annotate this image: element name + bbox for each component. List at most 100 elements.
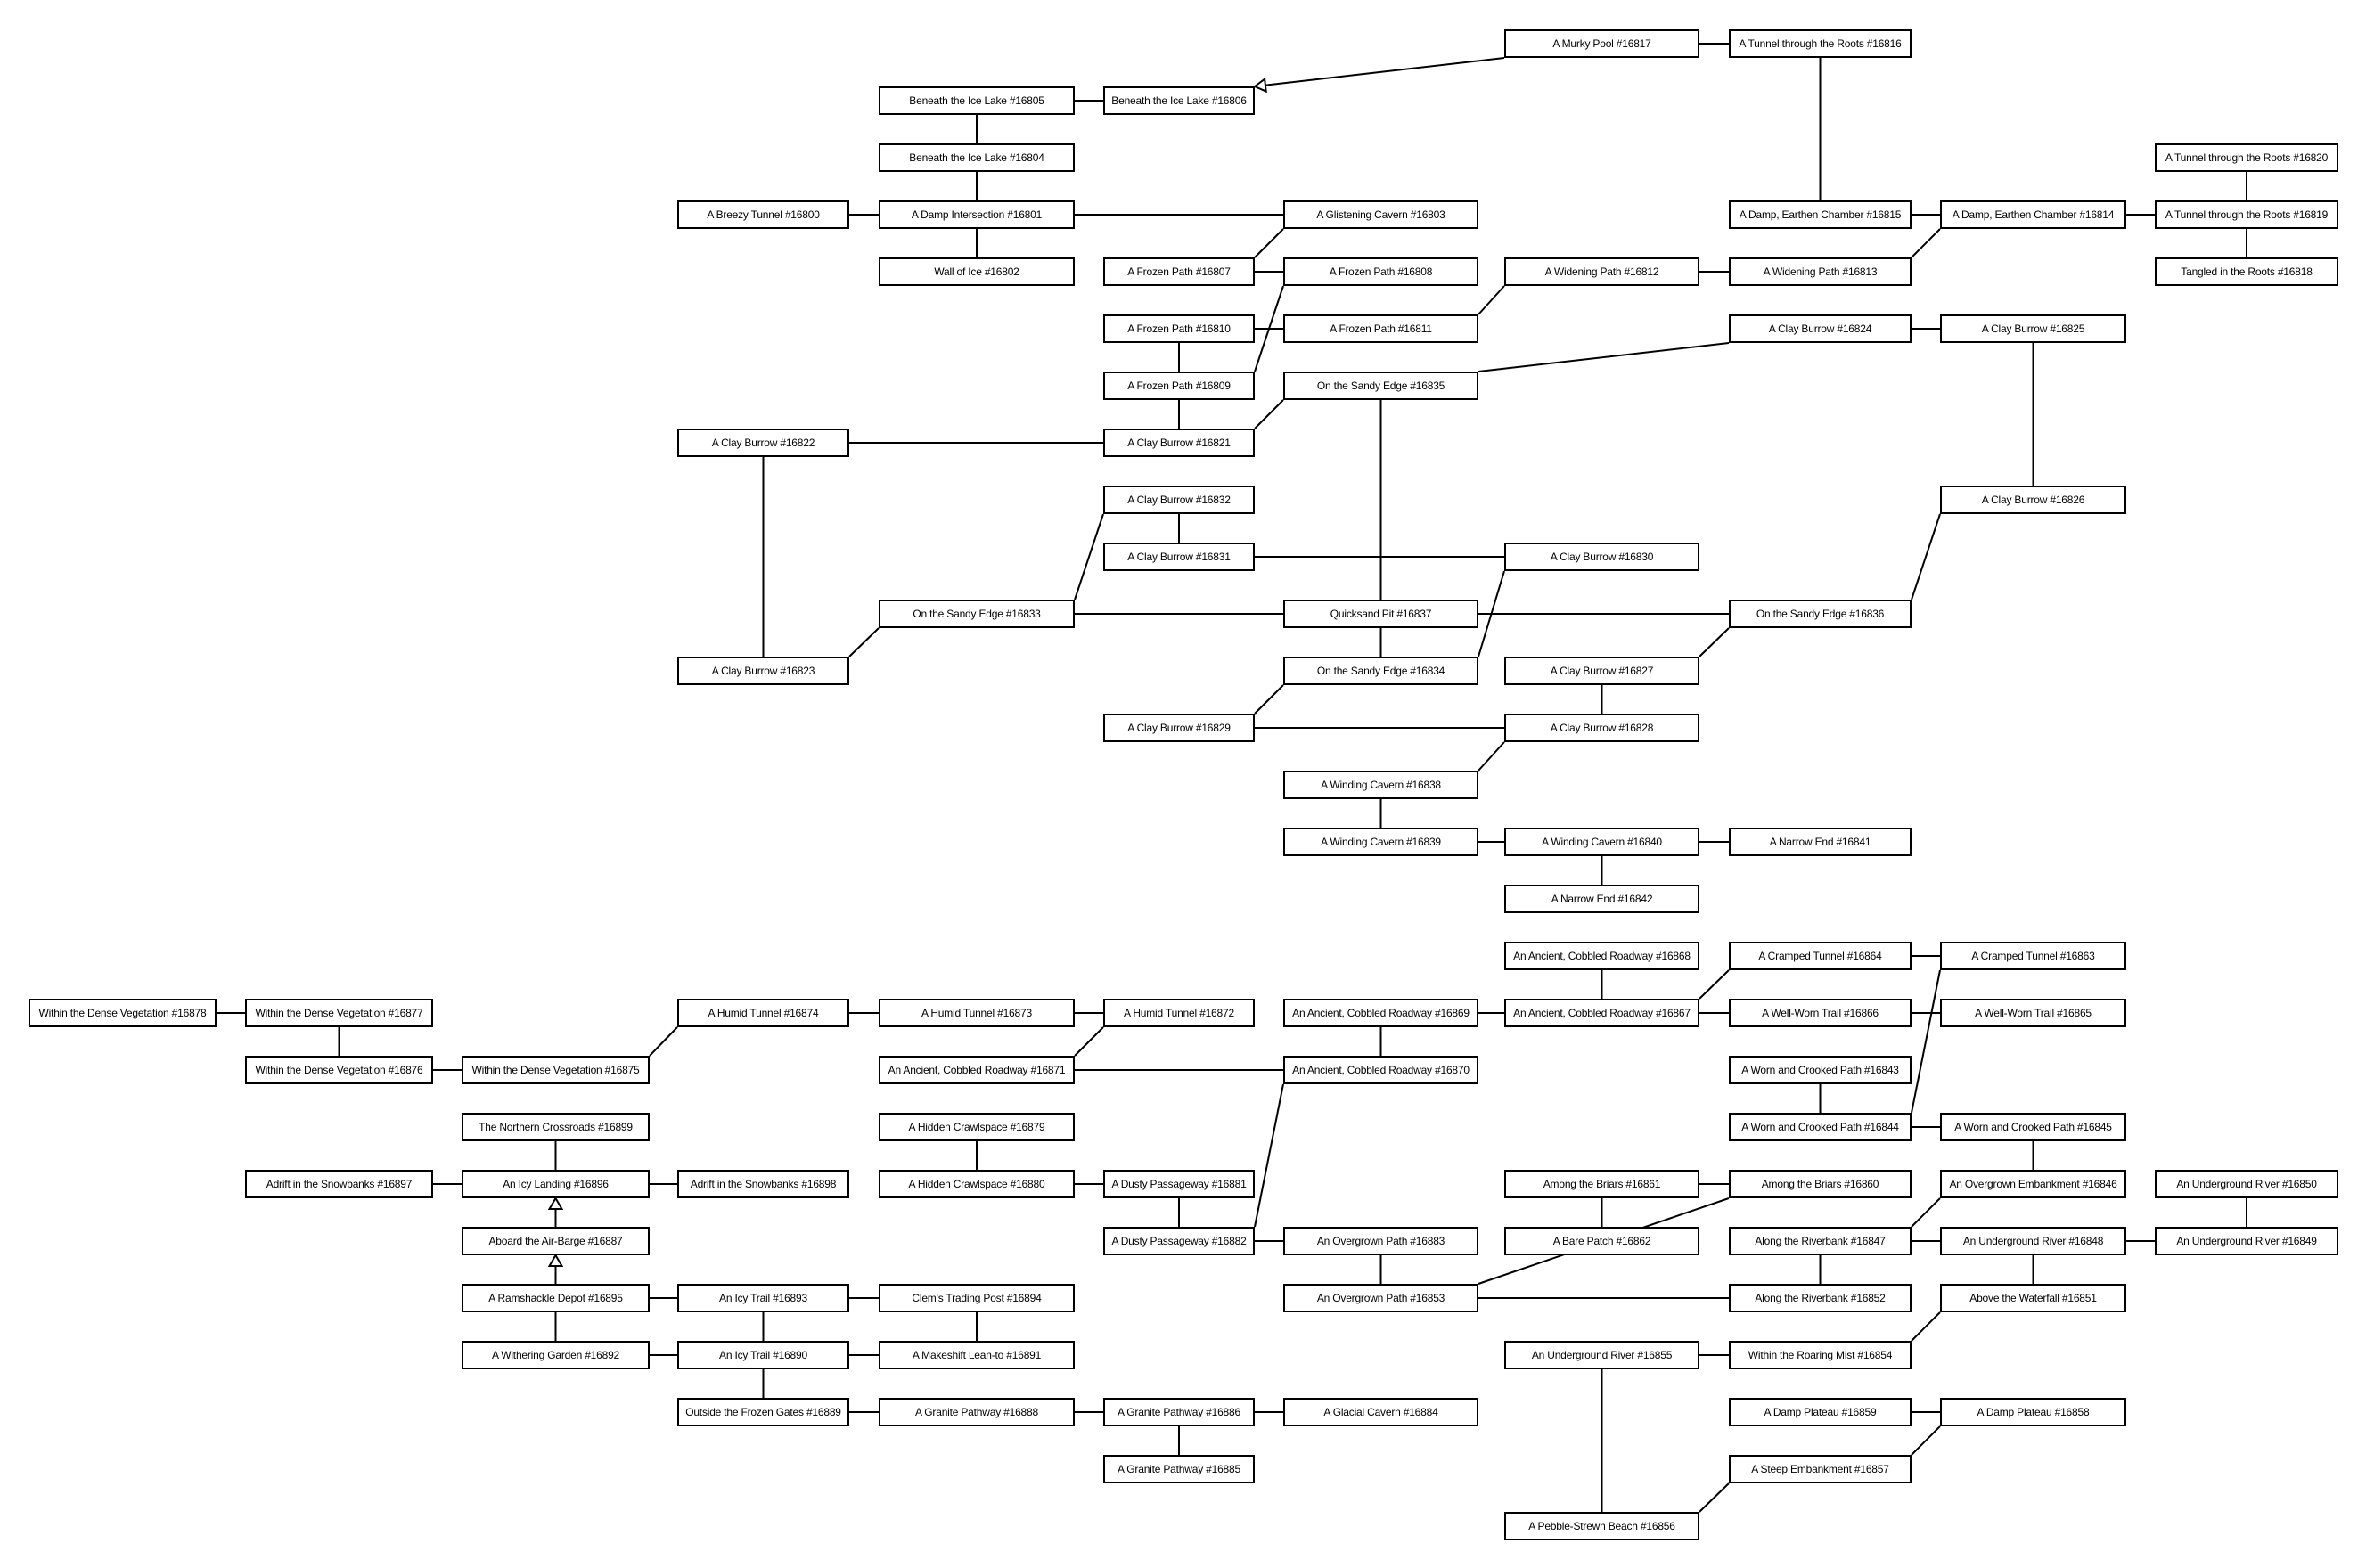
room-node-16826[interactable]: A Clay Burrow #16826 [1940, 486, 2126, 514]
room-node-16845[interactable]: A Worn and Crooked Path #16845 [1940, 1113, 2126, 1141]
room-node-16803[interactable]: A Glistening Cavern #16803 [1283, 200, 1478, 229]
room-node-16811[interactable]: A Frozen Path #16811 [1283, 314, 1478, 343]
room-node-16842[interactable]: A Narrow End #16842 [1504, 885, 1699, 913]
room-node-16850[interactable]: An Underground River #16850 [2155, 1170, 2338, 1198]
room-node-16861[interactable]: Among the Briars #16861 [1504, 1170, 1699, 1198]
room-node-16891[interactable]: A Makeshift Lean-to #16891 [879, 1341, 1075, 1369]
room-node-16876[interactable]: Within the Dense Vegetation #16876 [245, 1056, 433, 1084]
room-node-16870[interactable]: An Ancient, Cobbled Roadway #16870 [1283, 1056, 1478, 1084]
room-node-16881[interactable]: A Dusty Passageway #16881 [1103, 1170, 1255, 1198]
room-node-16863[interactable]: A Cramped Tunnel #16863 [1940, 942, 2126, 970]
room-node-16835[interactable]: On the Sandy Edge #16835 [1283, 372, 1478, 400]
room-node-16897[interactable]: Adrift in the Snowbanks #16897 [245, 1170, 433, 1198]
room-node-16825[interactable]: A Clay Burrow #16825 [1940, 314, 2126, 343]
room-node-16854[interactable]: Within the Roaring Mist #16854 [1729, 1341, 1912, 1369]
room-node-16888[interactable]: A Granite Pathway #16888 [879, 1398, 1075, 1426]
room-node-16889[interactable]: Outside the Frozen Gates #16889 [677, 1398, 849, 1426]
room-node-16818[interactable]: Tangled in the Roots #16818 [2155, 257, 2338, 286]
room-node-16872[interactable]: A Humid Tunnel #16872 [1103, 999, 1255, 1027]
room-node-16836[interactable]: On the Sandy Edge #16836 [1729, 600, 1912, 628]
room-node-16828[interactable]: A Clay Burrow #16828 [1504, 714, 1699, 742]
room-node-16884[interactable]: A Glacial Cavern #16884 [1283, 1398, 1478, 1426]
room-node-16898[interactable]: Adrift in the Snowbanks #16898 [677, 1170, 849, 1198]
room-node-16890[interactable]: An Icy Trail #16890 [677, 1341, 849, 1369]
room-node-16859[interactable]: A Damp Plateau #16859 [1729, 1398, 1912, 1426]
room-node-16813[interactable]: A Widening Path #16813 [1729, 257, 1912, 286]
room-node-16834[interactable]: On the Sandy Edge #16834 [1283, 657, 1478, 685]
room-node-16852[interactable]: Along the Riverbank #16852 [1729, 1284, 1912, 1312]
room-node-16806[interactable]: Beneath the Ice Lake #16806 [1103, 86, 1255, 115]
room-node-16837[interactable]: Quicksand Pit #16837 [1283, 600, 1478, 628]
room-node-16858[interactable]: A Damp Plateau #16858 [1940, 1398, 2126, 1426]
room-node-16817[interactable]: A Murky Pool #16817 [1504, 29, 1699, 58]
room-node-16833[interactable]: On the Sandy Edge #16833 [879, 600, 1075, 628]
room-node-16820[interactable]: A Tunnel through the Roots #16820 [2155, 143, 2338, 172]
room-node-16860[interactable]: Among the Briars #16860 [1729, 1170, 1912, 1198]
room-node-16832[interactable]: A Clay Burrow #16832 [1103, 486, 1255, 514]
room-node-16807[interactable]: A Frozen Path #16807 [1103, 257, 1255, 286]
room-node-16846[interactable]: An Overgrown Embankment #16846 [1940, 1170, 2126, 1198]
room-node-16879[interactable]: A Hidden Crawlspace #16879 [879, 1113, 1075, 1141]
room-node-16874[interactable]: A Humid Tunnel #16874 [677, 999, 849, 1027]
room-node-16886[interactable]: A Granite Pathway #16886 [1103, 1398, 1255, 1426]
room-node-16847[interactable]: Along the Riverbank #16847 [1729, 1227, 1912, 1255]
room-node-16882[interactable]: A Dusty Passageway #16882 [1103, 1227, 1255, 1255]
room-node-16868[interactable]: An Ancient, Cobbled Roadway #16868 [1504, 942, 1699, 970]
room-node-16857[interactable]: A Steep Embankment #16857 [1729, 1455, 1912, 1483]
room-node-16805[interactable]: Beneath the Ice Lake #16805 [879, 86, 1075, 115]
room-node-16875[interactable]: Within the Dense Vegetation #16875 [462, 1056, 650, 1084]
room-node-16853[interactable]: An Overgrown Path #16853 [1283, 1284, 1478, 1312]
room-node-16800[interactable]: A Breezy Tunnel #16800 [677, 200, 849, 229]
room-node-16841[interactable]: A Narrow End #16841 [1729, 828, 1912, 856]
room-node-16865[interactable]: A Well-Worn Trail #16865 [1940, 999, 2126, 1027]
room-node-16815[interactable]: A Damp, Earthen Chamber #16815 [1729, 200, 1912, 229]
room-node-16887[interactable]: Aboard the Air-Barge #16887 [462, 1227, 650, 1255]
room-node-16862[interactable]: A Bare Patch #16862 [1504, 1227, 1699, 1255]
room-node-16864[interactable]: A Cramped Tunnel #16864 [1729, 942, 1912, 970]
room-node-16830[interactable]: A Clay Burrow #16830 [1504, 543, 1699, 571]
room-node-16844[interactable]: A Worn and Crooked Path #16844 [1729, 1113, 1912, 1141]
room-node-16823[interactable]: A Clay Burrow #16823 [677, 657, 849, 685]
room-node-16880[interactable]: A Hidden Crawlspace #16880 [879, 1170, 1075, 1198]
room-node-16896[interactable]: An Icy Landing #16896 [462, 1170, 650, 1198]
room-node-16877[interactable]: Within the Dense Vegetation #16877 [245, 999, 433, 1027]
room-node-16866[interactable]: A Well-Worn Trail #16866 [1729, 999, 1912, 1027]
room-node-16878[interactable]: Within the Dense Vegetation #16878 [29, 999, 217, 1027]
room-node-16855[interactable]: An Underground River #16855 [1504, 1341, 1699, 1369]
room-node-16808[interactable]: A Frozen Path #16808 [1283, 257, 1478, 286]
room-node-16871[interactable]: An Ancient, Cobbled Roadway #16871 [879, 1056, 1075, 1084]
room-node-16809[interactable]: A Frozen Path #16809 [1103, 372, 1255, 400]
room-node-16892[interactable]: A Withering Garden #16892 [462, 1341, 650, 1369]
room-node-16894[interactable]: Clem's Trading Post #16894 [879, 1284, 1075, 1312]
room-node-16831[interactable]: A Clay Burrow #16831 [1103, 543, 1255, 571]
room-node-16839[interactable]: A Winding Cavern #16839 [1283, 828, 1478, 856]
room-node-16895[interactable]: A Ramshackle Depot #16895 [462, 1284, 650, 1312]
room-node-16812[interactable]: A Widening Path #16812 [1504, 257, 1699, 286]
room-node-16824[interactable]: A Clay Burrow #16824 [1729, 314, 1912, 343]
room-node-16873[interactable]: A Humid Tunnel #16873 [879, 999, 1075, 1027]
room-node-16838[interactable]: A Winding Cavern #16838 [1283, 771, 1478, 799]
room-node-16883[interactable]: An Overgrown Path #16883 [1283, 1227, 1478, 1255]
room-node-16885[interactable]: A Granite Pathway #16885 [1103, 1455, 1255, 1483]
room-node-16856[interactable]: A Pebble-Strewn Beach #16856 [1504, 1512, 1699, 1540]
room-node-16893[interactable]: An Icy Trail #16893 [677, 1284, 849, 1312]
room-node-16843[interactable]: A Worn and Crooked Path #16843 [1729, 1056, 1912, 1084]
room-node-16851[interactable]: Above the Waterfall #16851 [1940, 1284, 2126, 1312]
room-node-16819[interactable]: A Tunnel through the Roots #16819 [2155, 200, 2338, 229]
room-node-16816[interactable]: A Tunnel through the Roots #16816 [1729, 29, 1912, 58]
room-node-16827[interactable]: A Clay Burrow #16827 [1504, 657, 1699, 685]
room-node-16899[interactable]: The Northern Crossroads #16899 [462, 1113, 650, 1141]
room-node-16801[interactable]: A Damp Intersection #16801 [879, 200, 1075, 229]
room-node-16867[interactable]: An Ancient, Cobbled Roadway #16867 [1504, 999, 1699, 1027]
room-node-16822[interactable]: A Clay Burrow #16822 [677, 429, 849, 457]
room-node-16814[interactable]: A Damp, Earthen Chamber #16814 [1940, 200, 2126, 229]
room-node-16848[interactable]: An Underground River #16848 [1940, 1227, 2126, 1255]
room-node-16802[interactable]: Wall of Ice #16802 [879, 257, 1075, 286]
room-node-16840[interactable]: A Winding Cavern #16840 [1504, 828, 1699, 856]
room-node-16869[interactable]: An Ancient, Cobbled Roadway #16869 [1283, 999, 1478, 1027]
room-node-16810[interactable]: A Frozen Path #16810 [1103, 314, 1255, 343]
room-node-16849[interactable]: An Underground River #16849 [2155, 1227, 2338, 1255]
room-node-16821[interactable]: A Clay Burrow #16821 [1103, 429, 1255, 457]
room-node-16804[interactable]: Beneath the Ice Lake #16804 [879, 143, 1075, 172]
room-node-16829[interactable]: A Clay Burrow #16829 [1103, 714, 1255, 742]
